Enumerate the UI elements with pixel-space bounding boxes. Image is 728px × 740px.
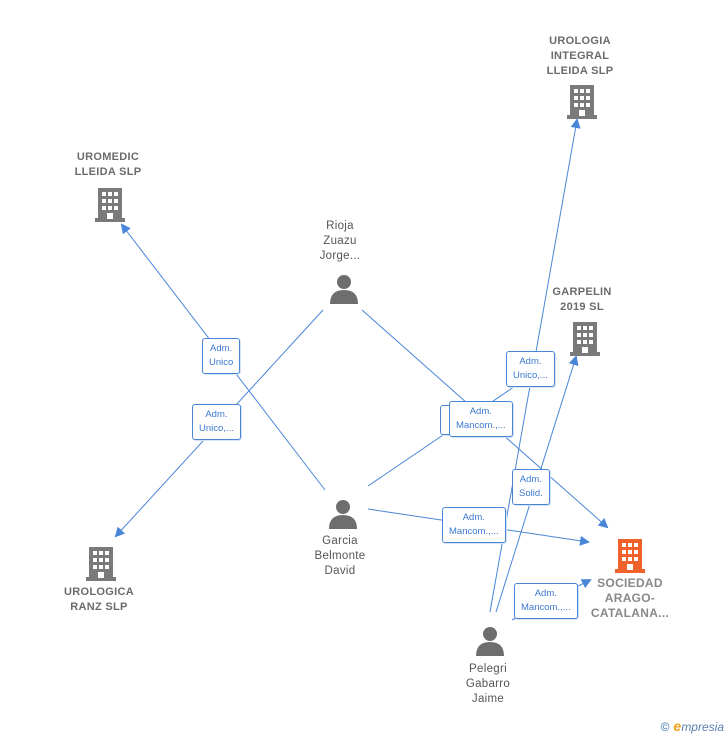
brand-logo: ©empresia [661, 718, 724, 734]
role-badge[interactable]: Adm. Solid. [512, 469, 550, 505]
role-badge[interactable]: Adm. Mancom.,... [449, 401, 513, 437]
role-badge[interactable]: Adm. Unico,... [192, 404, 241, 440]
building-icon[interactable] [615, 537, 645, 573]
node-label-urologica-ranz: UROLOGICA RANZ SLP [64, 586, 134, 613]
brand-text: mpresia [681, 720, 724, 734]
building-icon[interactable] [95, 186, 125, 222]
role-badge[interactable]: Adm. Mancom.,... [442, 507, 506, 543]
node-label-pelegri: Pelegri Gabarro Jaime [465, 663, 511, 705]
node-label-sociedad: SOCIEDAD ARAGO- CATALANA... [590, 576, 670, 620]
role-badge[interactable]: Adm. Unico,... [506, 351, 555, 387]
copyright-symbol: © [660, 720, 670, 734]
node-label-uromedic: UROMEDIC LLEIDA SLP [74, 151, 142, 178]
node-label-garcia: Garcia Belmonte David [314, 535, 366, 577]
person-icon[interactable] [328, 499, 358, 529]
node-label-rioja: Rioja Zuazu Jorge... [319, 220, 361, 262]
role-badge[interactable]: Adm. Mancom.,... [514, 583, 578, 619]
building-icon[interactable] [86, 545, 116, 581]
role-badge[interactable]: Adm. Unico [202, 338, 241, 374]
node-label-urologia-integral: UROLOGIA INTEGRAL LLEIDA SLP [546, 35, 614, 77]
building-icon[interactable] [567, 83, 597, 119]
brand-e: e [673, 718, 682, 734]
building-icon[interactable] [570, 320, 600, 356]
person-icon[interactable] [329, 274, 359, 304]
person-icon[interactable] [475, 626, 505, 656]
node-label-garpelin: GARPELIN 2019 SL [552, 286, 612, 313]
